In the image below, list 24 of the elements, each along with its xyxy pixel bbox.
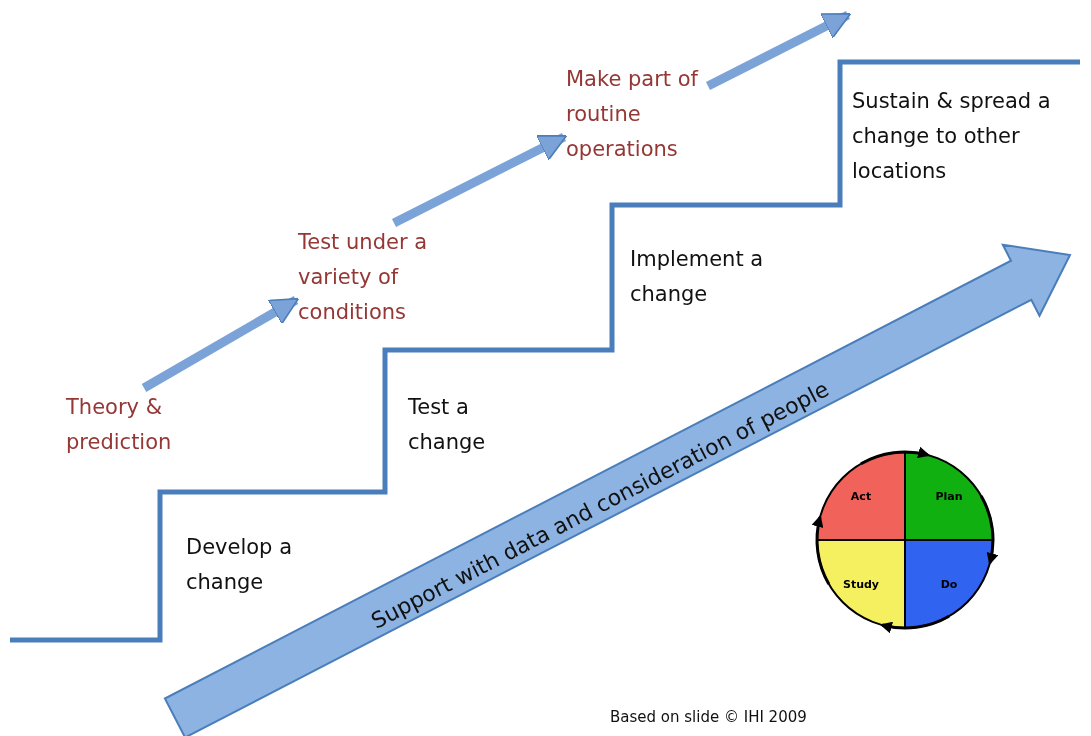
step-label: Develop a change bbox=[186, 534, 293, 596]
phase-label: Test under a variety of conditions bbox=[298, 225, 458, 330]
cycle-arrow bbox=[879, 614, 950, 633]
quadrant-label: Plan bbox=[935, 489, 963, 503]
arrow bbox=[391, 133, 568, 227]
caption: Based on slide © IHI 2009 bbox=[610, 707, 807, 728]
quadrant bbox=[817, 452, 905, 540]
cycle-arrow bbox=[979, 495, 998, 566]
cycle-arrow bbox=[860, 447, 931, 466]
arrow bbox=[141, 296, 300, 392]
step-label: Test a change bbox=[408, 394, 487, 456]
quadrant-label: Do bbox=[940, 577, 958, 591]
phase-label: Theory & prediction bbox=[66, 390, 196, 460]
quadrant-label: Act bbox=[850, 489, 872, 503]
quadrant bbox=[905, 452, 993, 540]
phase-label: Make part of routine operations bbox=[566, 62, 706, 167]
cycle-circle bbox=[817, 452, 993, 628]
cycle-arrow bbox=[812, 514, 831, 585]
quadrant-label: Study bbox=[842, 577, 880, 591]
arrow bbox=[705, 11, 852, 90]
step-label: Implement a change bbox=[630, 246, 765, 308]
step-label: Sustain & spread a change to other locations bbox=[852, 88, 1052, 185]
quadrant bbox=[905, 540, 993, 628]
quadrant bbox=[817, 540, 905, 628]
